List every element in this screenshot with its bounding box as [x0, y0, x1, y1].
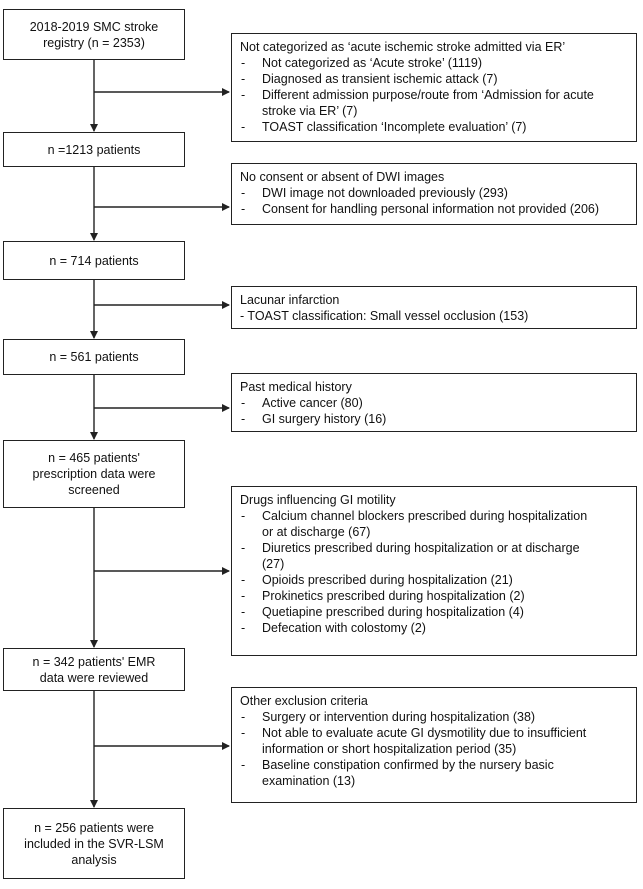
main-box-line: n = 465 patients' — [48, 451, 140, 465]
main-box-line: analysis — [71, 852, 117, 867]
main-box-line: n = 714 patients — [49, 253, 139, 268]
exclusion-item: -Diagnosed as transient ischemic attack … — [241, 72, 498, 86]
exclusion-box-other: Other exclusion criteria -Surgery or int… — [231, 687, 637, 803]
main-box-1213: n =1213 patients — [3, 132, 185, 167]
exclusion-item: -TOAST classification ‘Incomplete evalua… — [241, 120, 527, 134]
main-box-line: registry (n = 2353) — [43, 35, 145, 50]
exclusion-box-not-categorized: Not categorized as ‘acute ischemic strok… — [231, 33, 637, 142]
exclusion-item: - TOAST classification: Small vessel occ… — [240, 309, 529, 323]
exclusion-item: -Calcium channel blockers prescribed dur… — [241, 509, 588, 539]
exclusion-heading: Drugs influencing GI motility — [240, 493, 396, 507]
main-box-line: n = 342 patients' EMR — [32, 654, 156, 669]
main-box-registry: 2018-2019 SMC stroke registry (n = 2353) — [3, 9, 185, 60]
exclusion-heading: Past medical history — [240, 380, 352, 394]
exclusion-box-past-history: Past medical history -Active cancer (80)… — [231, 373, 637, 432]
main-box-line: n =1213 patients — [47, 142, 141, 157]
exclusion-item: -Baseline constipation confirmed by the … — [241, 758, 554, 788]
main-box-line: screened — [68, 483, 120, 497]
exclusion-item: -Active cancer (80) — [241, 396, 363, 410]
exclusion-item: -Surgery or intervention during hospital… — [241, 710, 536, 724]
main-box-line: data were reviewed — [39, 670, 149, 685]
main-box-714: n = 714 patients — [3, 241, 185, 280]
exclusion-item: -Consent for handling personal informati… — [241, 202, 600, 216]
exclusion-item: -Different admission purpose/route from … — [241, 88, 594, 118]
exclusion-item: -Diuretics prescribed during hospitaliza… — [241, 541, 580, 571]
exclusion-heading: Lacunar infarction — [240, 293, 340, 307]
exclusion-heading: Other exclusion criteria — [240, 694, 368, 708]
exclusion-item: -Quetiapine prescribed during hospitaliz… — [241, 605, 524, 619]
exclusion-item: -Opioids prescribed during hospitalizati… — [241, 573, 513, 587]
exclusion-box-lacunar: Lacunar infarction - TOAST classificatio… — [231, 286, 637, 329]
main-box-line: n = 561 patients — [49, 350, 139, 364]
main-box-line: prescription data were — [32, 467, 156, 481]
exclusion-item: -Not able to evaluate acute GI dysmotili… — [241, 726, 587, 756]
exclusion-item: -Defecation with colostomy (2) — [241, 621, 426, 635]
exclusion-box-drugs: Drugs influencing GI motility -Calcium c… — [231, 486, 637, 656]
main-box-465: n = 465 patients' prescription data were… — [3, 440, 185, 508]
exclusion-box-no-consent: No consent or absent of DWI images -DWI … — [231, 163, 637, 225]
main-box-line: n = 256 patients were — [34, 820, 154, 835]
exclusion-item: -DWI image not downloaded previously (29… — [241, 186, 508, 200]
exclusion-item: -Prokinetics prescribed during hospitali… — [241, 589, 525, 603]
main-box-line: 2018-2019 SMC stroke — [29, 19, 159, 34]
main-box-561: n = 561 patients — [3, 339, 185, 375]
main-box-line: included in the SVR-LSM — [24, 836, 164, 851]
exclusion-heading: Not categorized as ‘acute ischemic strok… — [240, 40, 566, 54]
main-box-256: n = 256 patients were included in the SV… — [3, 808, 185, 879]
exclusion-item: -GI surgery history (16) — [241, 412, 387, 426]
main-box-342: n = 342 patients' EMR data were reviewed — [3, 648, 185, 691]
exclusion-item: -Not categorized as ‘Acute stroke’ (1119… — [241, 56, 483, 70]
exclusion-heading: No consent or absent of DWI images — [240, 170, 445, 184]
